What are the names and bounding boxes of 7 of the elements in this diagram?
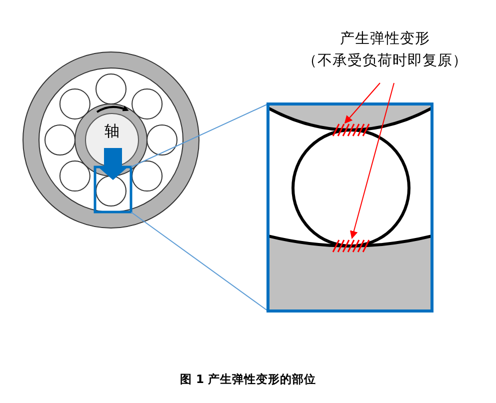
leader-line bbox=[350, 82, 394, 239]
hatch-mark bbox=[332, 124, 370, 136]
callout-text: 产生弹性变形 bbox=[339, 30, 431, 49]
leader-line bbox=[344, 82, 380, 124]
figure-caption: 图 1 产生弹性变形的部位 bbox=[178, 372, 317, 387]
hatch-mark bbox=[332, 240, 370, 252]
callout-text: （不承受负荷时即复原） bbox=[302, 52, 468, 71]
